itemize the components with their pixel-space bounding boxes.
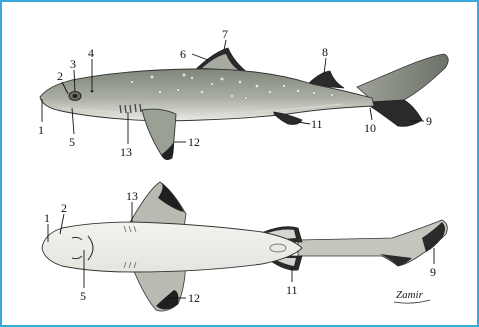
label-7: 7 (222, 27, 228, 41)
caudal-fin-lower (370, 100, 422, 126)
lateral-view (40, 48, 448, 160)
ventral-label-12: 12 (188, 291, 200, 305)
label-8: 8 (322, 45, 328, 59)
spiracle (91, 90, 94, 93)
shark-diagram: 1 2 3 4 5 6 7 8 9 10 11 12 13 1 2 5 9 11… (2, 2, 477, 325)
label-4: 4 (88, 46, 94, 60)
ventral-label-5: 5 (80, 289, 86, 303)
ventral-label-2: 2 (61, 201, 67, 215)
caudal-fin-upper (357, 54, 448, 102)
label-13: 13 (120, 145, 132, 159)
label-9: 9 (426, 114, 432, 128)
label-5: 5 (69, 135, 75, 149)
ventral-label-13: 13 (126, 189, 138, 203)
ventral-view (42, 182, 447, 311)
label-12: 12 (188, 135, 200, 149)
ventral-label-11: 11 (286, 283, 298, 297)
label-11: 11 (311, 117, 323, 131)
label-6: 6 (180, 47, 186, 61)
ventral-label-1: 1 (44, 211, 50, 225)
label-2: 2 (57, 69, 63, 83)
label-3: 3 (70, 57, 76, 71)
label-1: 1 (38, 123, 44, 137)
shark-body-ventral (42, 222, 302, 272)
artist-signature: Zamir (396, 289, 424, 301)
label-10: 10 (364, 121, 376, 135)
ventral-label-9: 9 (430, 265, 436, 279)
